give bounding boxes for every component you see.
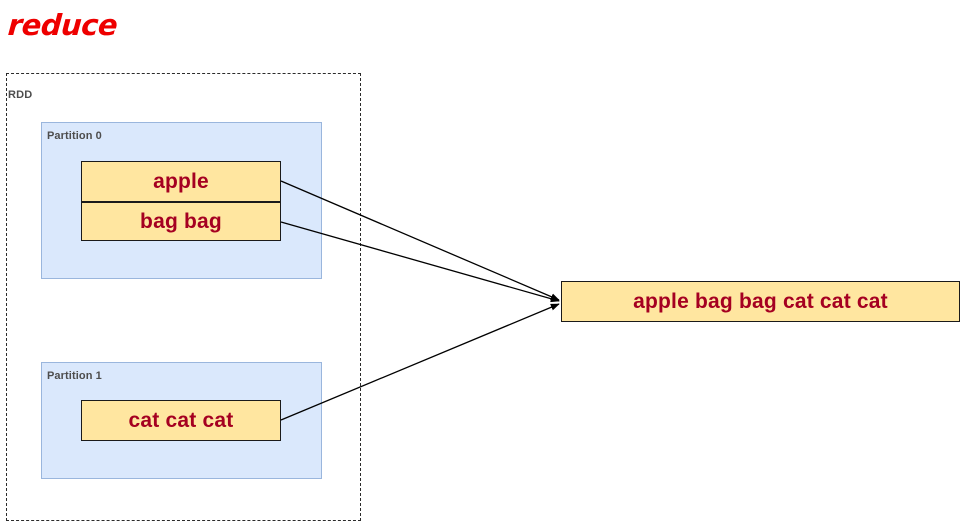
page-title: reduce	[6, 8, 119, 42]
partition-1-label: Partition 1	[47, 370, 102, 382]
rdd-label: RDD	[8, 89, 33, 101]
result-box: apple bag bag cat cat cat	[561, 281, 960, 322]
data-box-apple: apple	[81, 161, 281, 202]
data-box-cat-cat-cat: cat cat cat	[81, 400, 281, 441]
partition-0-label: Partition 0	[47, 130, 102, 142]
data-box-bag-bag: bag bag	[81, 202, 281, 241]
